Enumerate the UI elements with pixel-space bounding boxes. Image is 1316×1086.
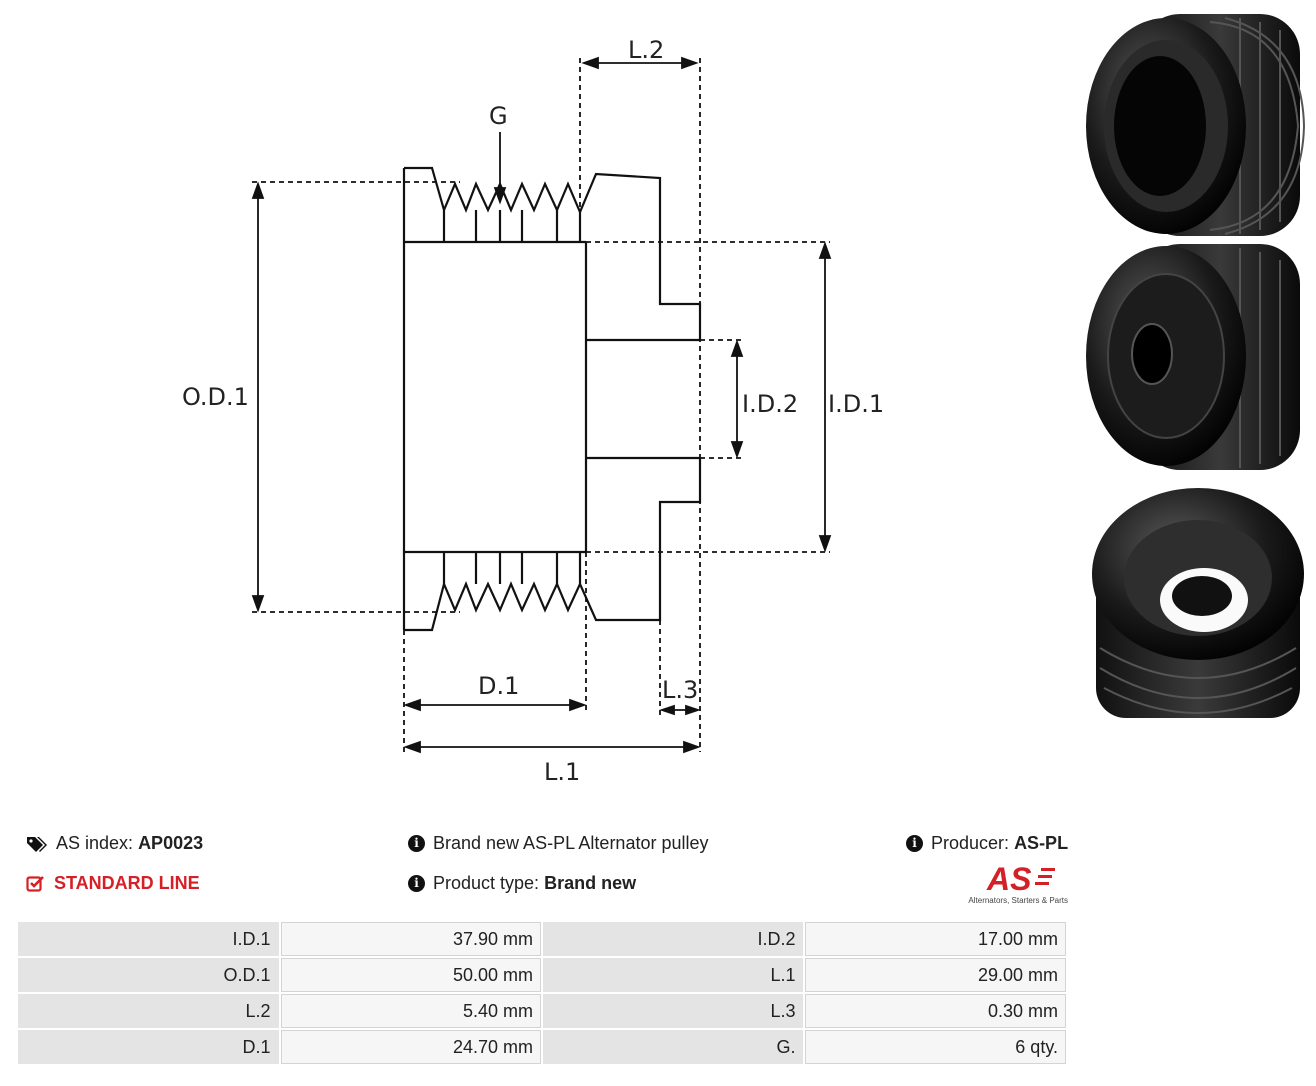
pulley-photo-angled bbox=[1092, 488, 1304, 718]
spec-key: I.D.2 bbox=[540, 920, 806, 958]
producer-value: AS-PL bbox=[1014, 833, 1069, 853]
product-photos bbox=[1086, 14, 1305, 718]
logo-tagline: Alternators, Starters & Parts bbox=[968, 896, 1068, 905]
check-square-icon bbox=[26, 875, 44, 892]
spec-value: 24.70 mm bbox=[278, 1028, 543, 1066]
svg-text:AS: AS bbox=[986, 862, 1032, 894]
spec-key: D.1 bbox=[16, 1028, 281, 1066]
info-icon: i bbox=[408, 835, 425, 852]
label-l2: L.2 bbox=[628, 36, 664, 64]
standard-line-label: STANDARD LINE bbox=[54, 873, 200, 893]
as-index-value: AP0023 bbox=[138, 833, 204, 853]
spec-key: L.1 bbox=[540, 956, 806, 994]
pulley-photo-back bbox=[1086, 244, 1300, 470]
label-d1: D.1 bbox=[478, 672, 519, 700]
spec-key: L.3 bbox=[540, 992, 806, 1030]
label-g: G bbox=[489, 102, 508, 130]
as-pl-logo: AS bbox=[965, 861, 1069, 908]
spec-key: O.D.1 bbox=[16, 956, 281, 994]
label-l1: L.1 bbox=[544, 758, 580, 786]
product-type-value: Brand new bbox=[544, 873, 637, 893]
spec-key: L.2 bbox=[16, 992, 281, 1030]
info-icon: i bbox=[906, 835, 923, 852]
label-id2: I.D.2 bbox=[742, 390, 798, 418]
spec-key: G. bbox=[540, 1028, 806, 1066]
as-index: AS index: AP0023 bbox=[26, 833, 203, 854]
spec-value: 6 qty. bbox=[803, 1028, 1068, 1066]
spec-key: I.D.1 bbox=[16, 920, 281, 958]
spec-value: 29.00 mm bbox=[803, 956, 1068, 994]
product-type: i Product type: Brand new bbox=[408, 873, 636, 894]
spec-value: 17.00 mm bbox=[803, 920, 1068, 958]
tags-icon bbox=[27, 836, 47, 852]
spec-value: 0.30 mm bbox=[803, 992, 1068, 1030]
description: i Brand new AS-PL Alternator pulley bbox=[408, 833, 709, 854]
description-text: Brand new AS-PL Alternator pulley bbox=[433, 833, 709, 853]
info-icon: i bbox=[408, 875, 425, 892]
pulley-dimension-diagram: L.2 G O.D.1 I.D.2 I.D.1 D.1 L.3 L.1 bbox=[182, 36, 884, 786]
spec-value: 37.90 mm bbox=[278, 920, 543, 958]
as-index-label: AS index: bbox=[56, 833, 134, 853]
spec-value: 50.00 mm bbox=[278, 956, 543, 994]
spec-value: 5.40 mm bbox=[278, 992, 543, 1030]
label-l3: L.3 bbox=[662, 676, 698, 704]
label-id1: I.D.1 bbox=[828, 390, 884, 418]
pulley-photo-front bbox=[1086, 14, 1305, 236]
product-type-label: Product type: bbox=[433, 873, 540, 893]
label-od1: O.D.1 bbox=[182, 383, 249, 411]
standard-line: STANDARD LINE bbox=[26, 873, 200, 894]
producer: i Producer: AS-PL bbox=[906, 833, 1068, 854]
producer-label: Producer: bbox=[931, 833, 1010, 853]
